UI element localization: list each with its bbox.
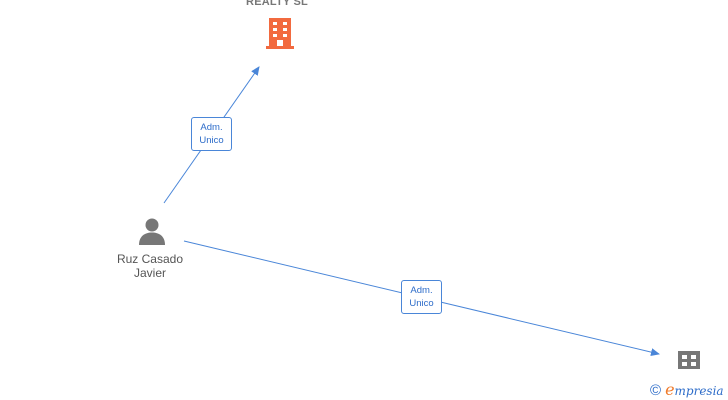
company-top-name[interactable]: REALTY SL [246,0,308,8]
edge-label-line1: Adm. [200,122,223,133]
edge-label-line2: Unico [409,298,434,309]
building-icon[interactable] [264,16,296,50]
person-name-line2: Javier [133,266,166,280]
edge-label-role: Adm. Unico [401,280,442,314]
person-name[interactable]: Ruz Casado Javier [100,252,200,280]
person-name-line1: Ruz Casado [116,252,184,266]
brand-watermark: ©empresia [650,380,724,399]
brand-initial: e [665,380,675,399]
person-icon[interactable] [137,217,167,247]
edge-label-role: Adm. Unico [191,117,232,151]
copyright-symbol: © [650,382,662,399]
building-icon[interactable] [676,349,702,371]
edge-label-line1: Adm. [410,285,433,296]
edge-label-line2: Unico [199,135,224,146]
brand-name: mpresia [674,384,724,398]
